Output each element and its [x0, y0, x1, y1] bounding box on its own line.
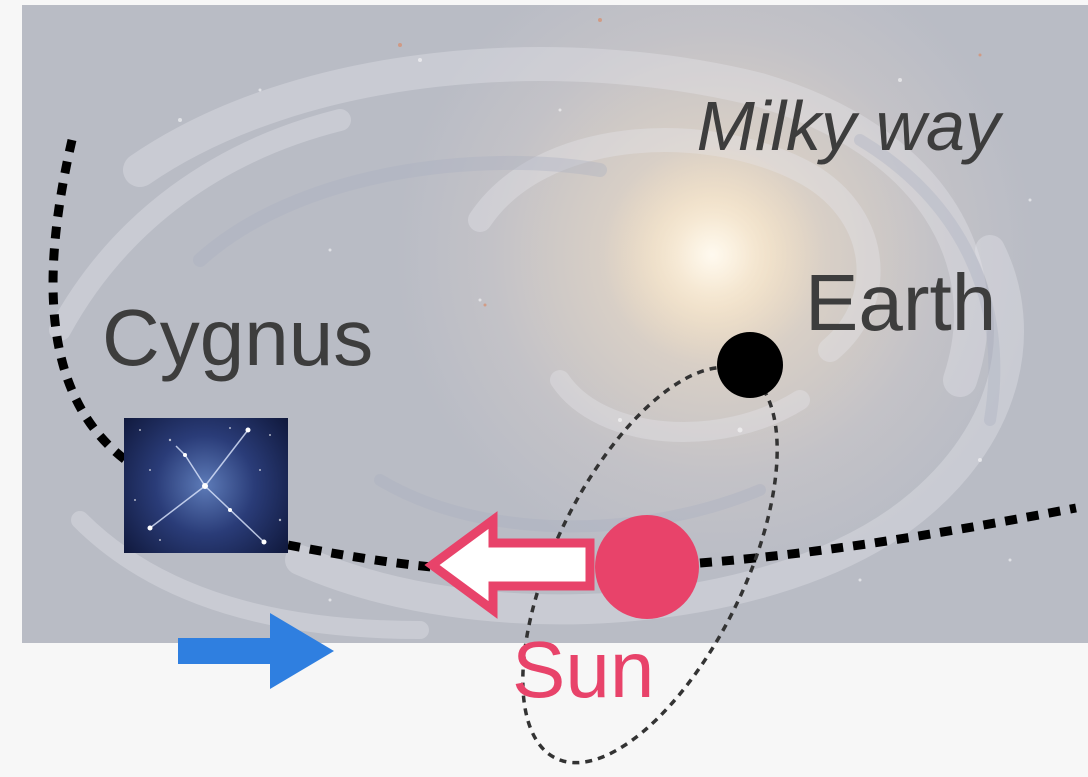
galactic-orbit-path: [48, 138, 143, 474]
cygnus-constellation-icon: [124, 418, 288, 553]
sun-label: Sun: [512, 625, 654, 714]
pink-left-arrow-icon: [424, 511, 595, 619]
milky-way-label: Milky way: [697, 87, 1004, 165]
cygnus-label: Cygnus: [102, 293, 373, 382]
galactic-orbit-path-lower: [287, 540, 433, 572]
galactic-orbit-path-right: [699, 503, 1077, 568]
blue-right-arrow-icon: [178, 613, 334, 689]
earth-label: Earth: [805, 258, 996, 347]
sun-dot: [595, 515, 699, 619]
earth-dot: [717, 332, 783, 398]
